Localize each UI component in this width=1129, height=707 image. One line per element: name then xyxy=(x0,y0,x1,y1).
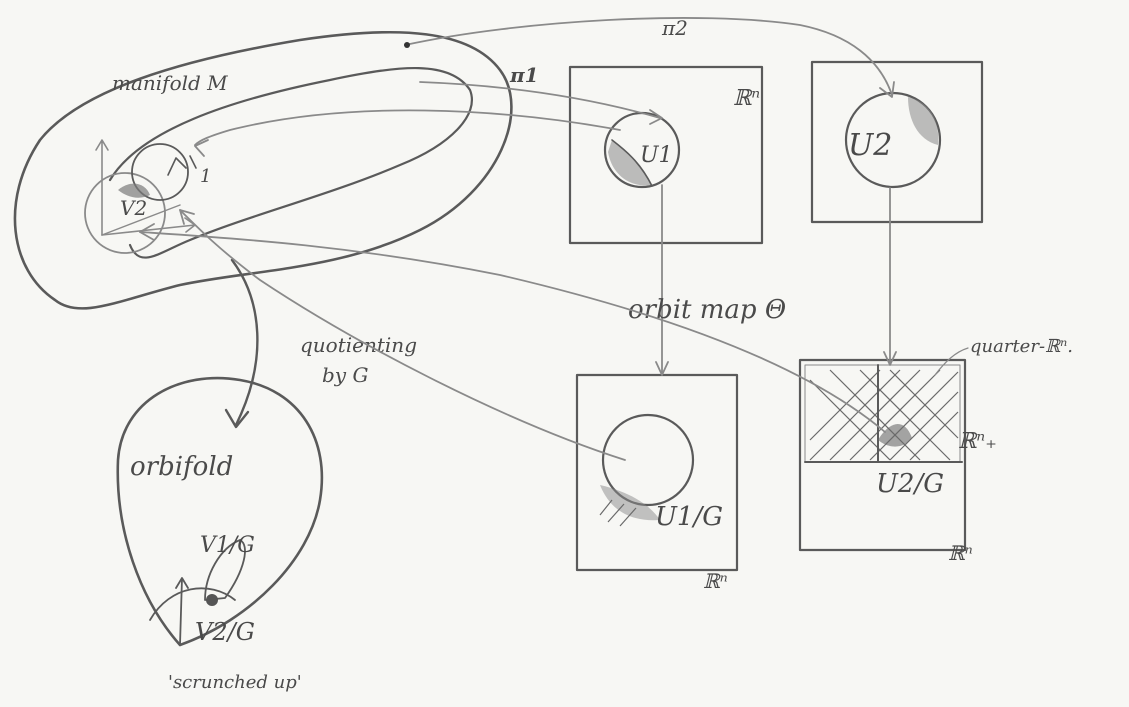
pi1-arrow xyxy=(419,81,661,119)
rn-bottom-right-label: ℝⁿ xyxy=(948,541,973,565)
v2-chart-circle xyxy=(84,172,166,254)
manifold-axis-vertical xyxy=(95,139,109,236)
orbifold-v1g-loop xyxy=(204,539,246,601)
scrunched-label: 'scrunched up' xyxy=(168,672,302,693)
rn-box-bottom-left xyxy=(575,373,739,572)
rn-box-top-right xyxy=(810,60,984,224)
u1-shaded-region xyxy=(608,140,652,186)
rn-plus-label: ℝⁿ₊ xyxy=(958,429,997,454)
manifold-shaded-wedge xyxy=(118,183,150,198)
one-label: 1 xyxy=(200,166,211,187)
rn-box-top-left xyxy=(568,65,764,245)
quotienting-label: quotienting xyxy=(300,333,417,357)
u1-label: U1 xyxy=(640,143,673,168)
u2-label: U2 xyxy=(848,128,892,163)
manifold-outline xyxy=(13,30,513,310)
manifold-inner-curve xyxy=(108,66,473,259)
u1g-shaded-region xyxy=(600,485,660,521)
pi2-label: π2 xyxy=(661,16,688,40)
u1g-to-manifold-arrow xyxy=(179,209,626,461)
v2-label: V2 xyxy=(120,196,147,220)
orbifold-label: orbifold xyxy=(130,452,233,482)
u1g-label: U1/G xyxy=(655,502,723,532)
orbit-map-arrow-right xyxy=(883,187,897,366)
u1-boundary-arc xyxy=(611,139,653,187)
quarter-rn-label: quarter-ℝⁿ. xyxy=(970,336,1073,357)
u2g-label: U2/G xyxy=(876,469,944,499)
u1g-circle xyxy=(601,413,695,507)
orbifold-outline xyxy=(116,376,324,647)
orbit-map-arrow-left xyxy=(655,184,669,376)
v1-chart-circle xyxy=(131,143,189,201)
orbifold-cone-axis-vertical xyxy=(175,577,189,646)
u2g-quarter-disc xyxy=(878,423,912,447)
manifold-axis-diagonal xyxy=(101,204,181,236)
u1-to-manifold-arrow xyxy=(194,109,621,146)
v1-tick xyxy=(167,155,197,176)
u2g-to-manifold-arrow xyxy=(139,231,886,433)
rn-top-left-label: ℝⁿ xyxy=(733,86,760,111)
orbifold-cone-point xyxy=(206,594,218,606)
orbifold-cone-arc xyxy=(149,587,236,621)
pi1-label: π1 xyxy=(509,63,539,87)
quotient-arrow xyxy=(230,258,259,427)
by-g-label: by G xyxy=(322,363,368,387)
pi2-arrow xyxy=(404,17,893,96)
orbit-map-label: orbit map Θ xyxy=(628,295,786,325)
rn-bottom-left-label: ℝⁿ xyxy=(703,569,728,593)
manifold-label: manifold M xyxy=(112,71,228,95)
v2g-label: V2/G xyxy=(195,618,255,646)
u2-shaded-region xyxy=(908,97,939,145)
v1g-label: V1/G xyxy=(200,533,255,558)
rn-box-bottom-right xyxy=(798,358,967,552)
quarter-rn-hatch xyxy=(804,364,961,463)
quarter-rn-leader xyxy=(934,347,969,376)
